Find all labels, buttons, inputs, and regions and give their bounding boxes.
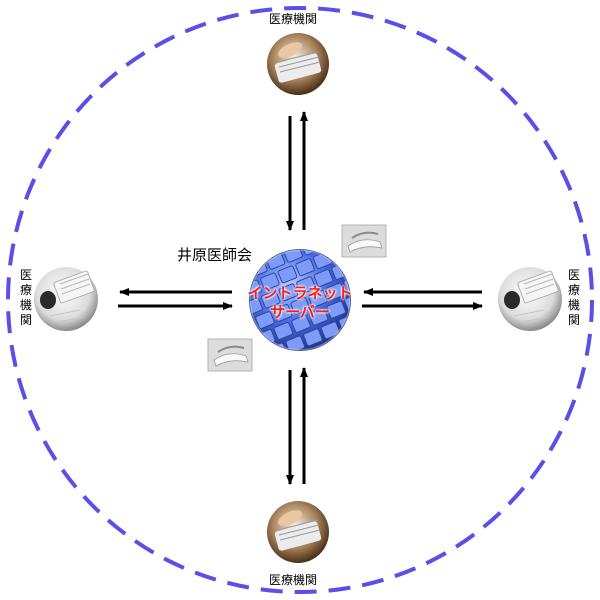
- server-label-line2: サーバー: [270, 303, 330, 321]
- node-bottom-label: 医療機関: [269, 573, 318, 587]
- network-boundary-ring: [6, 6, 594, 594]
- node-right-label: 医療機関: [567, 268, 580, 327]
- node-left-icon: [34, 267, 98, 331]
- node-top-label: 医療機関: [269, 12, 318, 26]
- hub-title: 井原医師会: [177, 246, 253, 264]
- server-label: イントラネット サーバー: [235, 284, 365, 322]
- node-bottom-icon: [267, 501, 329, 563]
- node-top-icon: [267, 33, 329, 95]
- node-left-label: 医療機関: [19, 268, 32, 327]
- node-right-icon: [498, 267, 562, 331]
- server-label-line1: イントラネット: [247, 284, 353, 302]
- telephone-icon-upper: [341, 224, 387, 258]
- telephone-icon-lower: [207, 338, 253, 372]
